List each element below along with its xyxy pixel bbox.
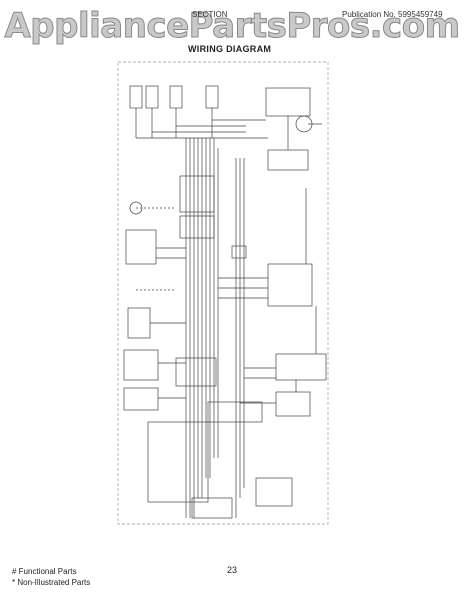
control-board — [267, 263, 313, 307]
lamp-connector-3 — [169, 85, 183, 109]
footnotes: # Functional Parts * Non-Illustrated Par… — [12, 566, 90, 588]
page-number: 23 — [227, 565, 238, 575]
diagram-frame — [117, 61, 329, 525]
lamp-connector-1 — [129, 85, 143, 109]
publication-number: Publication No. 5995459749 — [342, 10, 443, 19]
footnote-functional: # Functional Parts — [12, 567, 77, 576]
lamp-connector-4 — [205, 85, 219, 109]
watermark-logo: AppliancePartsPros.com — [4, 6, 461, 47]
thermistor-block — [267, 149, 309, 171]
lamp-connector-2 — [145, 85, 159, 109]
footnote-non-illustrated: * Non-Illustrated Parts — [12, 578, 91, 587]
section-label: SECTION — [192, 10, 228, 19]
wiring-diagram — [117, 61, 329, 525]
diagram-title: WIRING DIAGRAM — [188, 44, 272, 54]
